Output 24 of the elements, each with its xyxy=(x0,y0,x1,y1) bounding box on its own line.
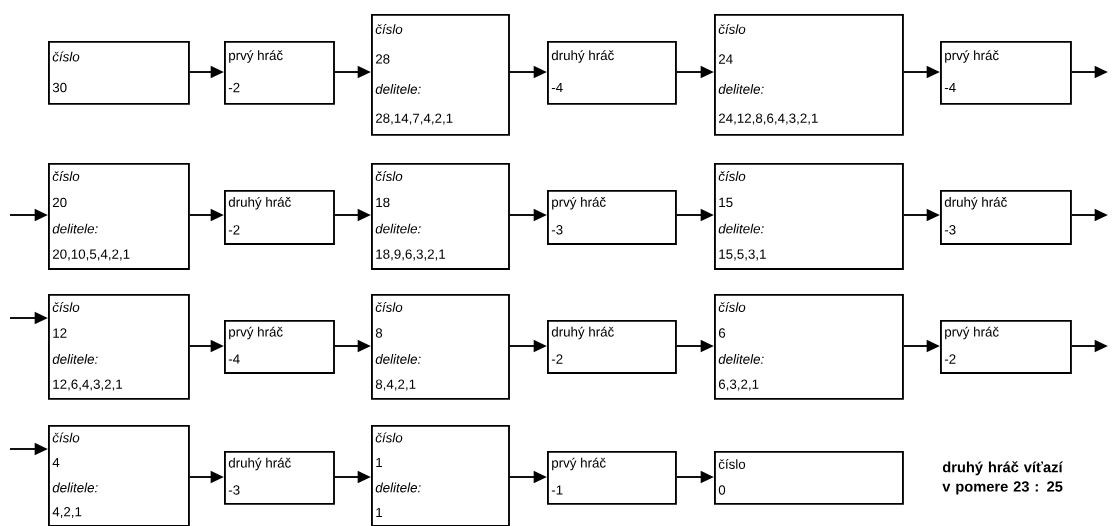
number-box: číslo 18 delitele: 18,9,6,3,2,1 xyxy=(371,163,510,270)
number-box: číslo 24 delitele: 24,12,8,6,4,3,2,1 xyxy=(714,14,904,136)
result-note: druhý hráč víťazí v pomere 23 : 25 xyxy=(942,461,1063,495)
number-box: číslo 12 delitele: 12,6,4,3,2,1 xyxy=(48,294,190,400)
number-box: číslo 15 delitele: 15,5,3,1 xyxy=(714,163,904,270)
player-box: druhý hráč -3 xyxy=(940,190,1072,245)
number-box: číslo 20 delitele: 20,10,5,4,2,1 xyxy=(48,163,190,270)
number-box: číslo 30 xyxy=(48,41,190,105)
player-box: druhý hráč -4 xyxy=(547,41,677,105)
player-box: prvý hráč -4 xyxy=(940,41,1072,105)
player-box: prvý hráč -4 xyxy=(224,320,335,374)
number-box: číslo 0 xyxy=(714,451,904,505)
number-box: číslo 28 delitele: 28,14,7,4,2,1 xyxy=(371,14,510,136)
number-box: číslo 8 delitele: 8,4,2,1 xyxy=(371,294,510,400)
player-box: druhý hráč -3 xyxy=(224,451,335,505)
player-box: prvý hráč -2 xyxy=(940,320,1072,374)
number-box: číslo 6 delitele: 6,3,2,1 xyxy=(714,294,904,400)
player-box: prvý hráč -3 xyxy=(547,190,677,245)
player-box: prvý hráč -2 xyxy=(224,41,335,105)
player-box: druhý hráč -2 xyxy=(224,190,335,245)
player-box: druhý hráč -2 xyxy=(547,320,677,374)
number-box: číslo 1 delitele: 1 xyxy=(371,425,510,526)
player-box: prvý hráč -1 xyxy=(547,451,677,505)
number-box: číslo 4 delitele: 4,2,1 xyxy=(48,425,190,526)
